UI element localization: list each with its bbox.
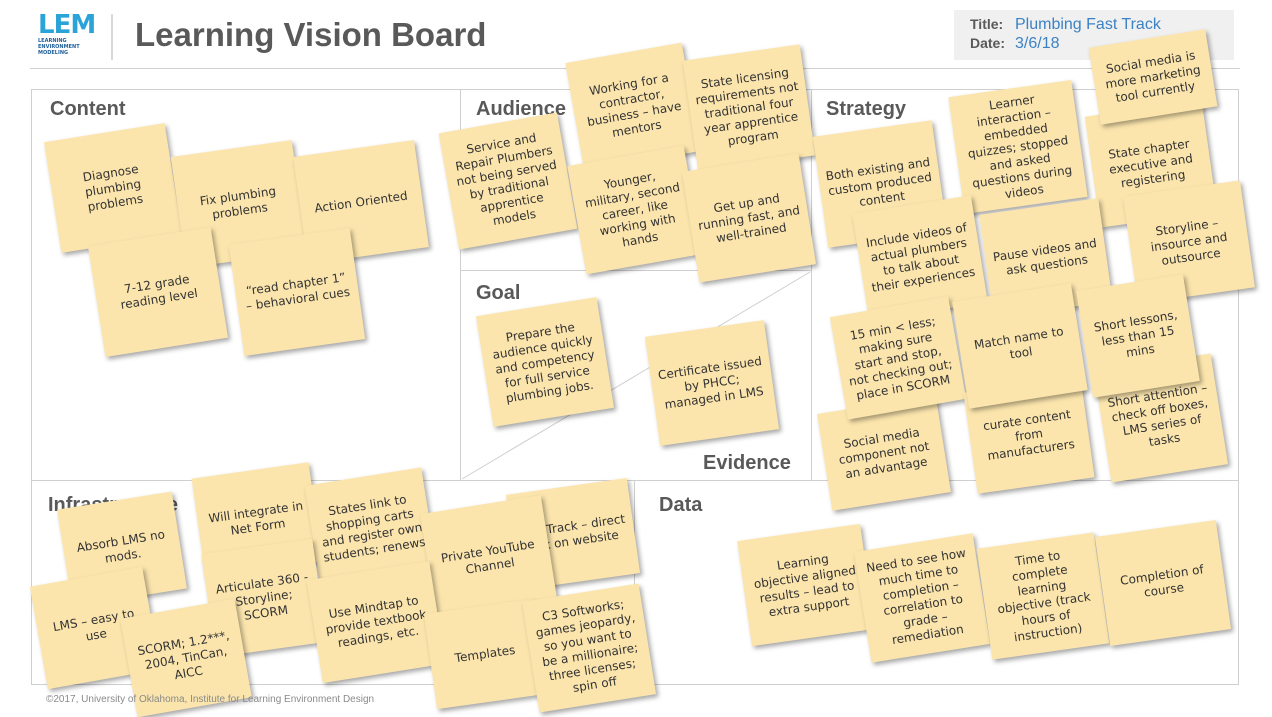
grid-line-v1 [460,89,461,481]
section-data-label: Data [659,494,703,516]
logo-line-2: ENVIRONMENT [38,44,80,50]
meta-date-value: 3/6/18 [1015,35,1060,52]
section-evidence-label: Evidence [703,452,791,474]
sticky-note[interactable]: Prepare the audience quickly and compete… [475,297,615,427]
sticky-note[interactable]: 7-12 grade reading level [88,226,228,358]
grid-line-v-data [634,480,635,685]
sticky-note[interactable]: Certificate issued by PHCC; managed in L… [644,320,780,446]
logo-mark: LEM [38,10,96,40]
sticky-note[interactable]: C3 Softworks; games jeopardy, so you wan… [521,583,657,713]
sticky-note[interactable]: “read chapter 1” – behavioral cues [228,228,366,356]
section-goal-label: Goal [476,282,521,304]
sticky-note[interactable]: Younger, military, second career, like w… [567,145,703,275]
sticky-note[interactable]: State licensing requirements not traditi… [682,44,816,172]
grid-line-v2 [811,89,812,481]
copyright-footer: ©2017, University of Oklahoma, Institute… [46,694,375,705]
sticky-note[interactable]: Learner interaction – embedded quizzes; … [948,79,1088,215]
lem-logo: LEM LEARNING ENVIRONMENT MODELING [38,10,96,60]
sticky-note[interactable]: Service and Repair Plumbers not being se… [438,112,578,250]
section-strategy-label: Strategy [826,98,907,120]
sticky-note[interactable]: Match name to tool [952,283,1088,409]
header-divider [111,14,113,60]
sticky-note[interactable]: Learning objective aligned results – lea… [737,523,875,647]
meta-date-row: Date: 3/6/18 [970,35,1059,53]
sticky-note[interactable]: 15 min < less; making sure start and sto… [829,296,967,420]
logo-line-3: MODELING [38,50,69,56]
sticky-note[interactable]: Time to complete learning objective (tra… [976,532,1110,660]
sticky-note[interactable]: Short lessons, less than 15 mins [1076,274,1200,398]
meta-title-row: Title: Plumbing Fast Track [970,16,1161,34]
sticky-note[interactable]: Completion of course [1094,520,1232,646]
meta-date-label: Date: [970,35,1006,51]
page-title: Learning Vision Board [135,16,487,53]
section-content-label: Content [50,98,126,120]
sticky-note[interactable]: Need to see how much time to completion … [853,533,991,663]
grid-line-h-mid [31,480,1239,481]
meta-title-label: Title: [970,16,1004,32]
sticky-note[interactable]: Diagnose plumbing problems [43,123,183,253]
sticky-note[interactable]: Get up and running fast, and well-traine… [681,153,817,283]
meta-title-value: Plumbing Fast Track [1015,16,1161,33]
grid-line-h-goal [460,270,812,271]
logo-line-1: LEARNING [38,38,67,44]
